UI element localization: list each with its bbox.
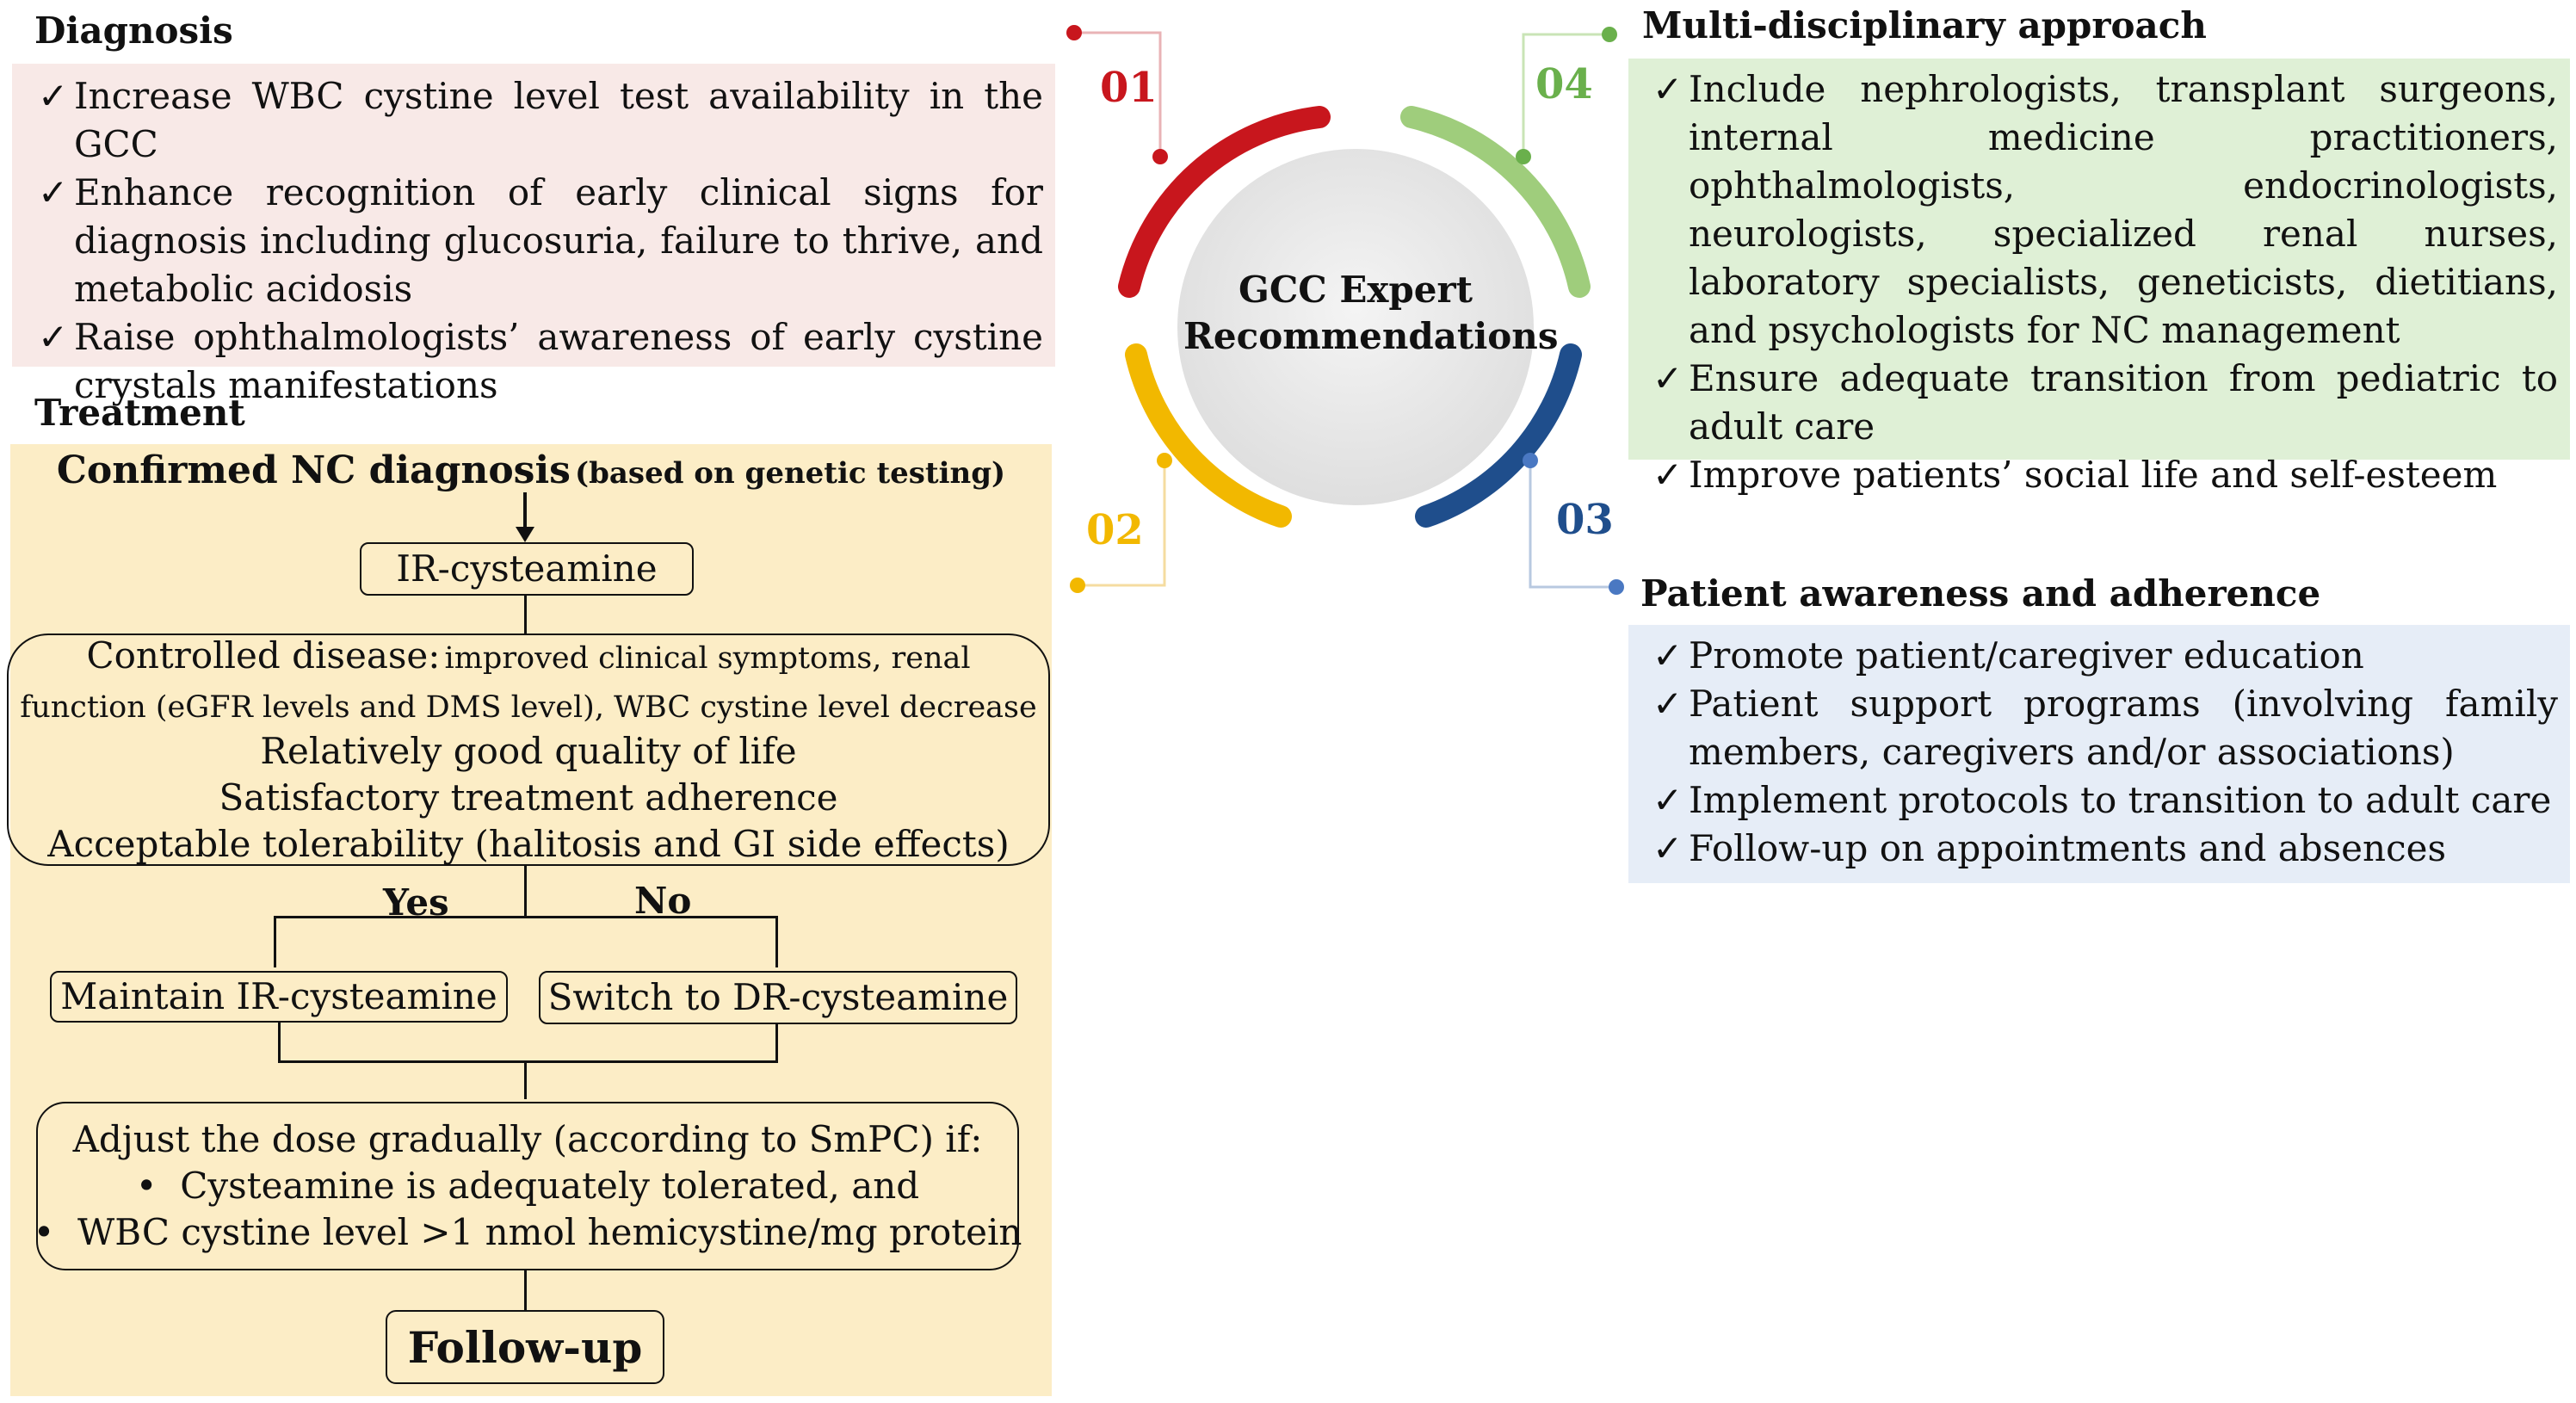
- red-callout: [1074, 31, 1162, 157]
- connector: [524, 596, 527, 634]
- confirmed-diagnosis-note: (based on genetic testing): [575, 456, 1006, 491]
- switch-dr-label: Switch to DR-cysteamine: [547, 976, 1009, 1018]
- controlled-line: Acceptable tolerability (halitosis and G…: [47, 822, 1010, 865]
- green-dot: [1516, 149, 1531, 164]
- controlled-detail-1: improved clinical symptoms, renal: [444, 640, 971, 676]
- patient-item: Promote patient/caregiver education: [1639, 632, 2558, 680]
- connector: [278, 1060, 778, 1063]
- yes-label: Yes: [383, 881, 449, 924]
- patient-title: Patient awareness and adherence: [1640, 572, 2321, 615]
- number-02: 02: [1086, 506, 1144, 554]
- connector: [524, 866, 527, 916]
- treatment-title: Treatment: [34, 392, 245, 434]
- controlled-lead: Controlled disease:: [86, 634, 441, 677]
- center-title-line: Recommendations: [1183, 315, 1559, 357]
- center-title-line: GCC Expert: [1238, 269, 1473, 311]
- patient-item: Patient support programs (involving fami…: [1639, 680, 2558, 776]
- follow-up-box: Follow-up: [386, 1310, 664, 1384]
- diagnosis-item: Raise ophthalmologists’ awareness of ear…: [24, 313, 1043, 410]
- multi-item: Improve patients’ social life and self-e…: [1639, 451, 2558, 499]
- connector: [775, 1024, 778, 1060]
- confirmed-diagnosis-main: Confirmed NC diagnosis: [56, 448, 571, 492]
- center-title: GCC Expert Recommendations: [1183, 267, 1559, 360]
- switch-dr-box: Switch to DR-cysteamine: [539, 971, 1017, 1024]
- blue-dot: [1523, 453, 1538, 468]
- number-01: 01: [1100, 64, 1158, 112]
- red-dot: [1066, 25, 1082, 40]
- red-dot: [1152, 149, 1168, 164]
- patient-item: Implement protocols to transition to adu…: [1639, 776, 2558, 825]
- yellow-callout: [1078, 460, 1166, 587]
- controlled-line: Satisfactory treatment adherence: [219, 776, 838, 819]
- green-arc: [1400, 106, 1591, 298]
- treatment-panel: [10, 444, 1052, 1396]
- arrow-head: [516, 527, 534, 542]
- follow-up-label: Follow-up: [407, 1321, 643, 1373]
- connector: [524, 1063, 527, 1099]
- no-label: No: [634, 880, 692, 922]
- arrow-shaft: [523, 492, 527, 530]
- multi-item: Include nephrologists, transplant surgeo…: [1639, 65, 2558, 355]
- blue-callout: [1529, 460, 1616, 589]
- adjust-dose-title: Adjust the dose gradually (according to …: [72, 1118, 983, 1160]
- center-disc: [1169, 140, 1542, 514]
- patient-item: Follow-up on appointments and absences: [1639, 825, 2558, 873]
- green-dot: [1602, 27, 1617, 42]
- yellow-arc: [1125, 343, 1292, 528]
- maintain-ir-box: Maintain IR-cysteamine: [50, 971, 508, 1023]
- recommendations-wheel: [1066, 25, 1624, 595]
- controlled-disease-line: Controlled disease: improved clinical sy…: [86, 633, 970, 687]
- number-03: 03: [1556, 496, 1614, 544]
- ir-cysteamine-label: IR-cysteamine: [396, 547, 658, 590]
- connector: [524, 1270, 527, 1310]
- ir-cysteamine-box: IR-cysteamine: [360, 542, 694, 596]
- connector: [274, 916, 778, 918]
- yellow-dot: [1070, 578, 1085, 593]
- controlled-disease-box: Controlled disease: improved clinical sy…: [7, 634, 1050, 866]
- number-04: 04: [1535, 60, 1593, 108]
- maintain-ir-label: Maintain IR-cysteamine: [60, 975, 497, 1017]
- adjust-dose-bullet-text: Cysteamine is adequately tolerated, and: [180, 1165, 920, 1207]
- blue-dot: [1609, 579, 1624, 595]
- confirmed-diagnosis-label: Confirmed NC diagnosis (based on genetic…: [10, 448, 1052, 497]
- red-arc: [1118, 106, 1331, 298]
- multi-item: Ensure adequate transition from pediatri…: [1639, 355, 2558, 451]
- adjust-dose-bullet-text: WBC cystine level >1 nmol hemicystine/mg…: [77, 1211, 1022, 1253]
- connector: [775, 916, 778, 967]
- connector: [274, 916, 276, 967]
- patient-panel: Promote patient/caregiver education Pati…: [1628, 625, 2570, 883]
- adjust-dose-box: Adjust the dose gradually (according to …: [33, 1102, 1022, 1270]
- adjust-dose-bullet: • WBC cystine level >1 nmol hemicystine/…: [33, 1211, 1022, 1253]
- green-callout: [1522, 33, 1609, 157]
- blue-arc: [1415, 343, 1582, 528]
- multi-title: Multi-disciplinary approach: [1642, 4, 2207, 46]
- diagnosis-panel: Increase WBC cystine level test availabi…: [12, 64, 1055, 406]
- adjust-dose-bullet: • Cysteamine is adequately tolerated, an…: [135, 1165, 920, 1207]
- diagnosis-title: Diagnosis: [34, 9, 233, 52]
- controlled-line: Relatively good quality of life: [260, 729, 797, 772]
- diagnosis-item: Enhance recognition of early clinical si…: [24, 169, 1043, 313]
- controlled-detail-2: function (eGFR levels and DMS level), WB…: [20, 689, 1037, 725]
- multi-panel: Include nephrologists, transplant surgeo…: [1628, 59, 2570, 496]
- yellow-dot: [1157, 453, 1172, 468]
- connector: [278, 1023, 281, 1060]
- diagnosis-item: Increase WBC cystine level test availabi…: [24, 72, 1043, 169]
